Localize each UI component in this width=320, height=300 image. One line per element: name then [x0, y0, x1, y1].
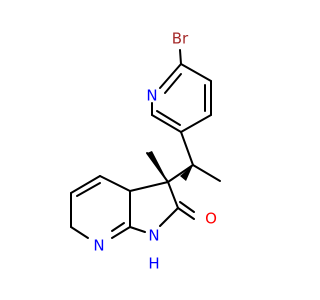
bond-chiral-core — [167, 164, 194, 183]
bond-c-c-bottom-left-inner — [156, 110, 181, 126]
bond-n-c-top-inner — [164, 73, 182, 94]
ethyl-linker — [167, 131, 221, 183]
nh-nitrogen-label: N — [148, 227, 159, 245]
nh-hydrogen-label: H — [148, 255, 159, 273]
bond-fused-d — [70, 226, 89, 239]
bond-fused-a — [99, 175, 131, 192]
atom-labels: Br N N N H O — [93, 30, 217, 273]
bond-ring-chiral-c — [180, 131, 194, 166]
bond-br-c — [179, 49, 182, 65]
bromine-label: Br — [172, 30, 189, 48]
bond-fused-b — [70, 175, 101, 194]
wedge-bond-upper — [180, 165, 193, 181]
bond-core-left — [129, 181, 169, 192]
bond-fused-g — [129, 226, 146, 233]
bond-c-c-top — [180, 63, 212, 82]
molecule-structure: Br N N N H O — [70, 30, 221, 273]
bond-carbonyl-inner — [179, 201, 195, 213]
bond-fused-e-inner — [111, 222, 125, 232]
bond-carbonyl — [177, 207, 195, 220]
bromopyridine-ring — [151, 49, 212, 133]
wedge-bond-lower — [147, 151, 168, 182]
bond-fused-b-inner — [76, 182, 101, 197]
bond-c-nh — [159, 207, 179, 227]
bond-n-c-top — [159, 63, 182, 89]
bond-core-right — [167, 181, 179, 209]
pyrrolopyridinone-core — [70, 151, 195, 239]
ring-nitrogen-label: N — [93, 237, 104, 255]
bond-chiral-methyl — [192, 164, 221, 182]
bond-c-c-bottom-right — [180, 114, 212, 133]
pyridine-nitrogen-label: N — [146, 87, 157, 105]
bond-fused-e — [111, 226, 131, 239]
bond-c-c-bottom-left — [151, 114, 182, 133]
carbonyl-oxygen-label: O — [205, 210, 217, 228]
